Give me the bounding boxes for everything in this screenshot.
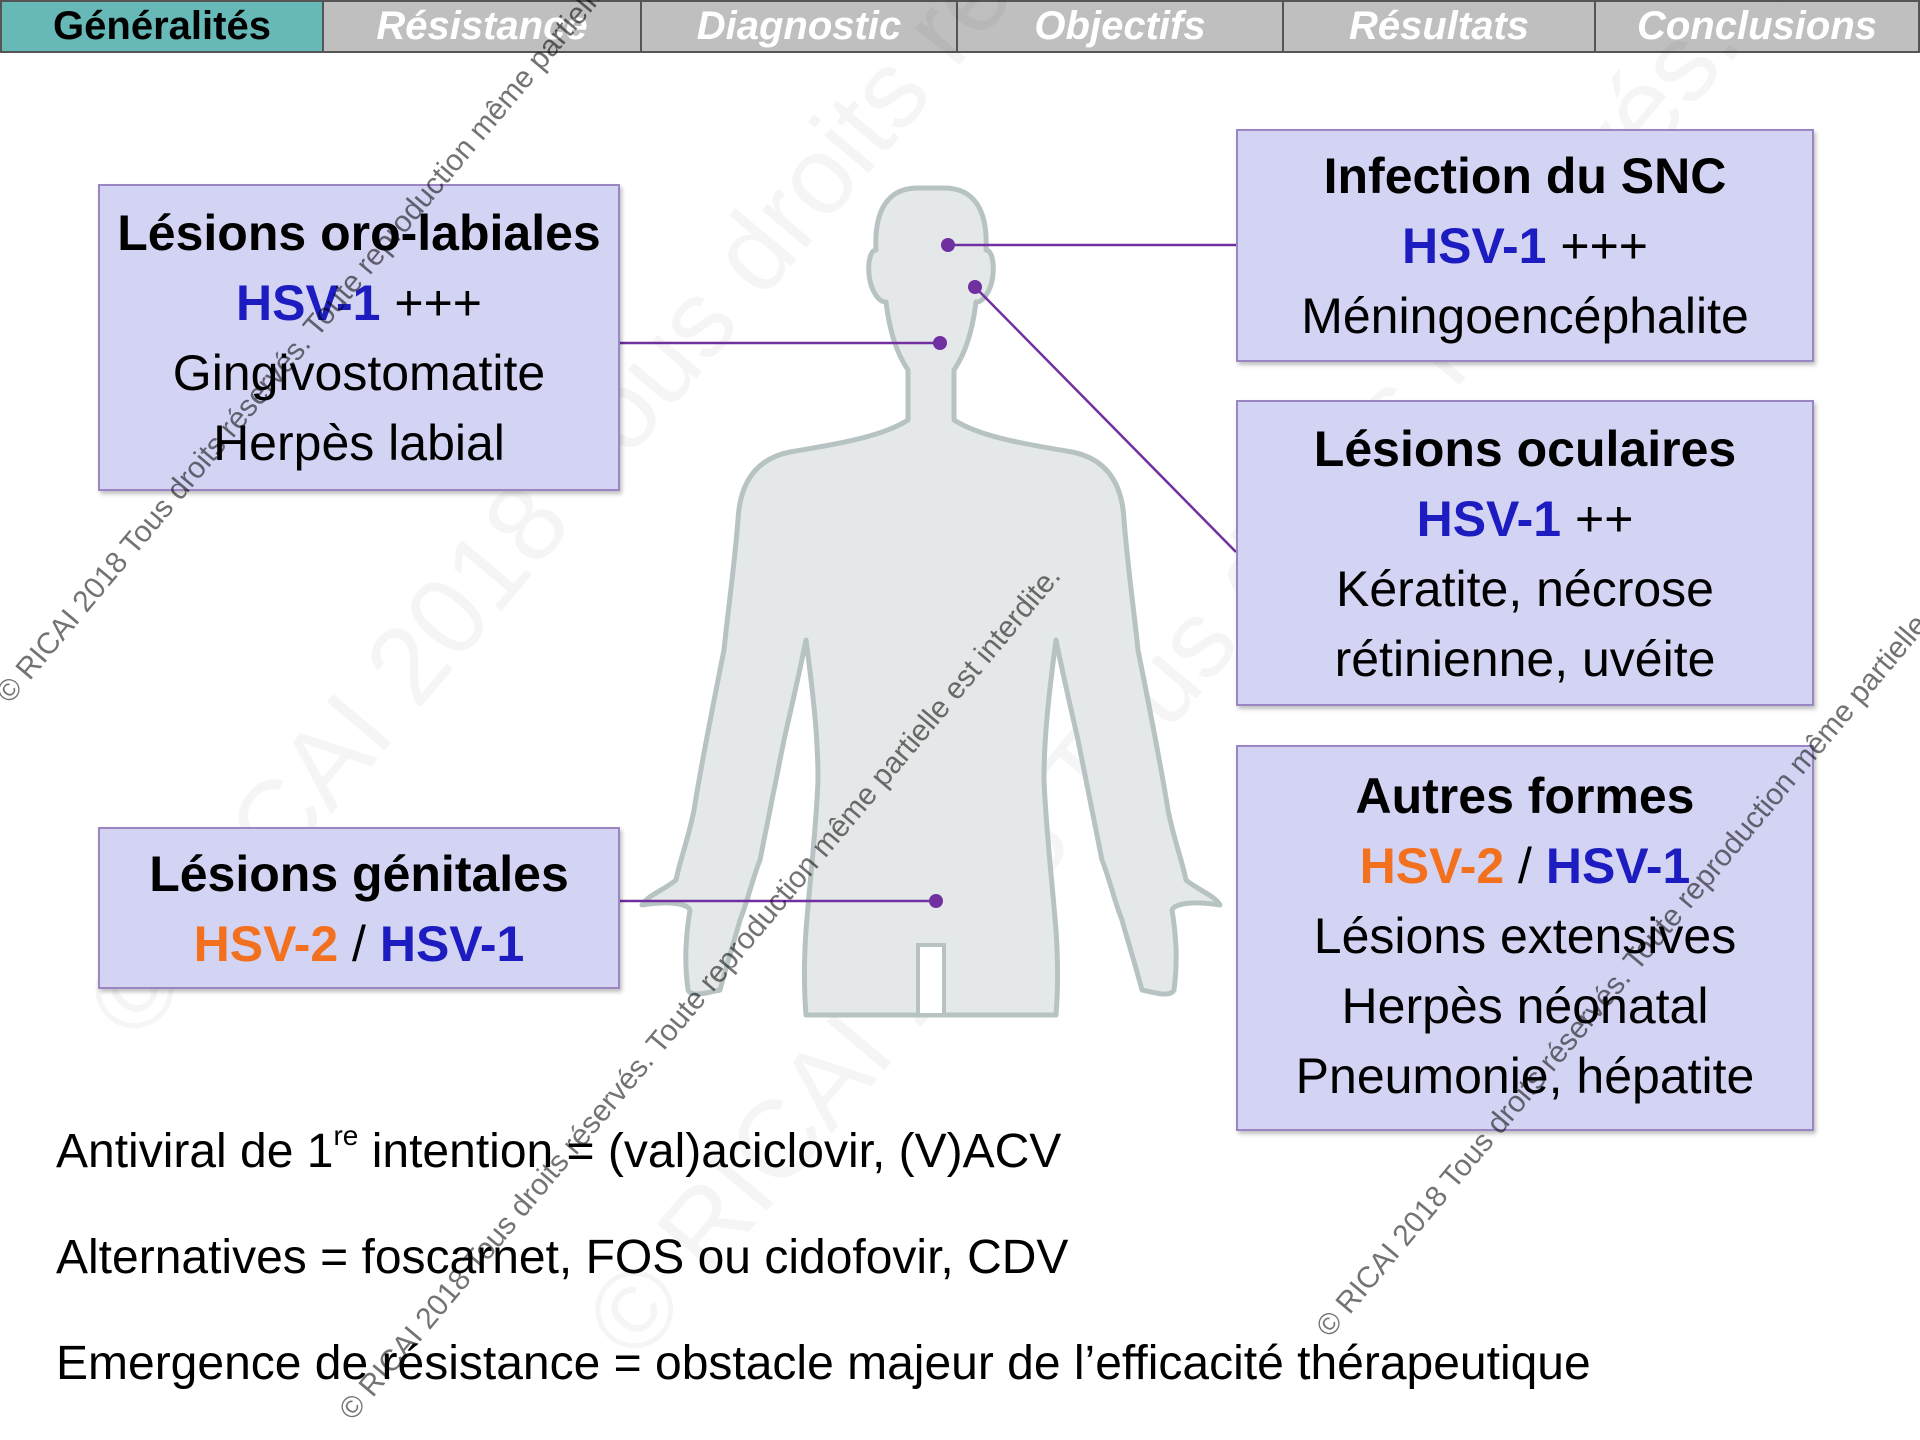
hsv1-label: HSV-1	[1402, 218, 1547, 274]
hsv1-label: HSV-1	[380, 916, 525, 972]
separator: /	[1504, 838, 1546, 894]
dot-mouth	[933, 336, 947, 350]
box-ocular-title: Lésions oculaires	[1238, 414, 1812, 484]
intensity-label: +++	[1547, 218, 1649, 274]
box-oculaires: Lésions oculaires HSV-1 ++ Kératite, néc…	[1236, 400, 1814, 706]
antiviral-superscript: re	[333, 1120, 358, 1151]
box-oro-line-1: Gingivostomatite	[100, 338, 618, 408]
bottom-line-alternatives: Alternatives = foscarnet, FOS ou cidofov…	[56, 1230, 1068, 1285]
box-other-line-2: Herpès néonatal	[1238, 971, 1812, 1041]
box-ocular-hsv-line: HSV-1 ++	[1238, 484, 1812, 554]
separator: /	[338, 916, 380, 972]
dot-eye	[968, 280, 982, 294]
box-other-title: Autres formes	[1238, 761, 1812, 831]
hsv1-label: HSV-1	[1417, 491, 1562, 547]
intensity-label: +++	[381, 275, 483, 331]
box-genitales: Lésions génitales HSV-2 / HSV-1	[98, 827, 620, 989]
hsv2-label: HSV-2	[194, 916, 339, 972]
bottom-line-emergence: Emergence de résistance = obstacle majeu…	[56, 1336, 1591, 1391]
box-oro-labiales: Lésions oro-labiales HSV-1 +++ Gingivost…	[98, 184, 620, 491]
box-genital-hsv-line: HSV-2 / HSV-1	[100, 909, 618, 979]
intensity-label: ++	[1561, 491, 1633, 547]
human-silhouette	[642, 188, 1220, 1015]
dot-brain	[941, 238, 955, 252]
box-ocular-line-1: Kératite, nécrose	[1238, 554, 1812, 624]
box-ocular-line-2: rétinienne, uvéite	[1238, 624, 1812, 694]
box-snc-title: Infection du SNC	[1238, 141, 1812, 211]
box-snc-hsv-line: HSV-1 +++	[1238, 211, 1812, 281]
hsv1-label: HSV-1	[1546, 838, 1691, 894]
dot-genital	[929, 894, 943, 908]
box-genital-title: Lésions génitales	[100, 839, 618, 909]
hsv2-label: HSV-2	[1360, 838, 1505, 894]
box-snc-line-1: Méningoencéphalite	[1238, 281, 1812, 351]
antiviral-text-b: intention = (val)aciclovir, (V)ACV	[358, 1125, 1061, 1178]
box-other-line-1: Lésions extensives	[1238, 901, 1812, 971]
antiviral-text-a: Antiviral de 1	[56, 1125, 333, 1178]
box-snc: Infection du SNC HSV-1 +++ Méningoencéph…	[1236, 129, 1814, 362]
